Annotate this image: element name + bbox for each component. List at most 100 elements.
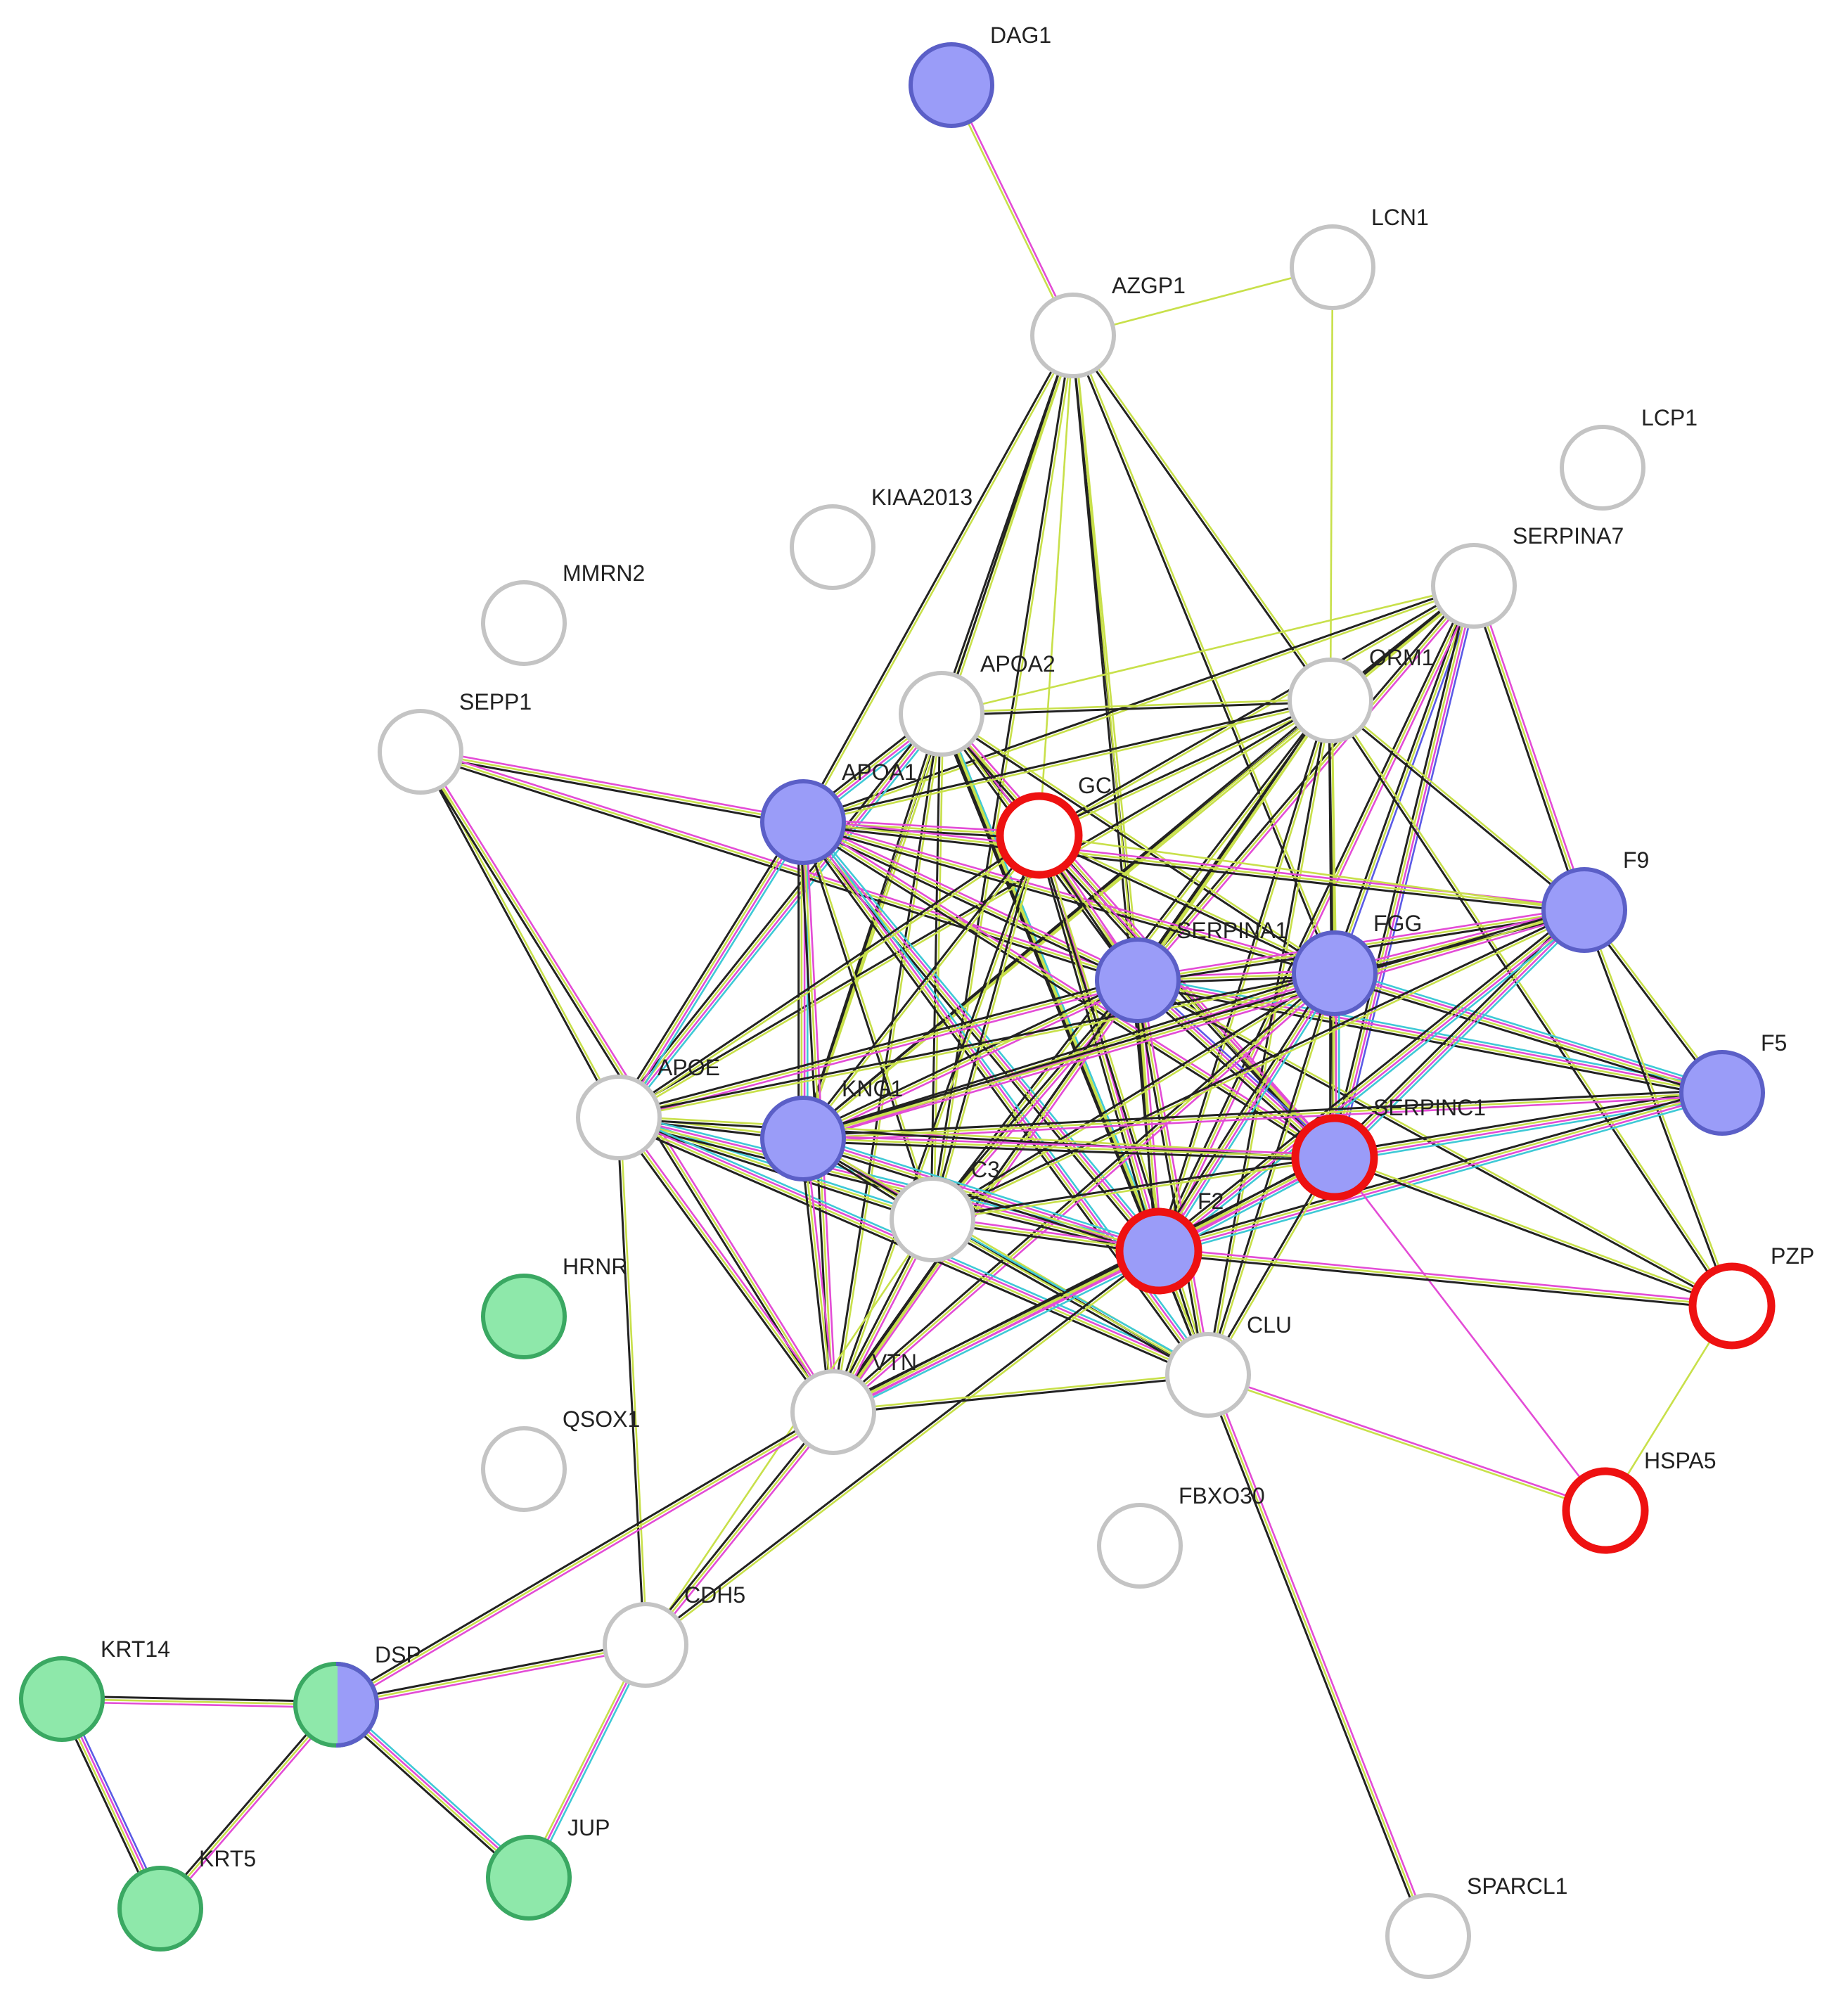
edge-SEPP1-APOA1 xyxy=(419,748,804,826)
node-label: GC xyxy=(1078,773,1112,798)
edge-line-experiments xyxy=(1335,970,1724,1093)
node-pzp[interactable]: PZP xyxy=(1688,1243,1814,1350)
node-f5[interactable]: F5 xyxy=(1679,1030,1787,1136)
edge-line-textmining xyxy=(1334,1090,1722,1158)
node-sparcl1[interactable]: SPARCL1 xyxy=(1385,1873,1567,1979)
edge-line-textmining xyxy=(803,335,1075,824)
node-orm1[interactable]: ORM1 xyxy=(1288,645,1434,743)
node-serpinc1[interactable]: SERPINC1 xyxy=(1291,1095,1486,1201)
edge-FGG-F2 xyxy=(1154,970,1340,1255)
edge-line-textmining xyxy=(802,1091,1723,1140)
edge-line-textmining xyxy=(1334,909,1585,975)
edge-line-textmining xyxy=(617,821,803,1117)
node-f9[interactable]: F9 xyxy=(1541,847,1649,953)
node-f2[interactable]: F2 xyxy=(1115,1188,1224,1295)
edge-APOE-VTN xyxy=(615,1115,837,1415)
edge-line-experiments xyxy=(1333,1157,1607,1511)
edge-line-textmining xyxy=(932,835,1042,1220)
edge-AZGP1-ORM1 xyxy=(1071,334,1333,703)
node-circle xyxy=(760,1096,846,1181)
node-apoe[interactable]: APOE xyxy=(576,1055,720,1160)
node-apoa1[interactable]: APOA1 xyxy=(760,760,917,865)
edge-line-textmining xyxy=(803,821,935,1219)
node-label: SERPINC1 xyxy=(1373,1095,1486,1120)
node-hspa5[interactable]: HSPA5 xyxy=(1562,1448,1717,1554)
node-c3[interactable]: C3 xyxy=(890,1157,1000,1262)
node-label: SERPINA1 xyxy=(1176,918,1288,943)
edge-line-experiments xyxy=(803,1136,1160,1251)
node-dag1[interactable]: DAG1 xyxy=(909,23,1051,128)
node-hrnr[interactable]: HRNR xyxy=(481,1254,627,1359)
edge-line-experiments xyxy=(803,1134,1335,1156)
edge-SERPINC1-PZP xyxy=(1333,1155,1733,1309)
edge-APOA1-APOE xyxy=(614,819,808,1121)
node-label: F2 xyxy=(1198,1188,1224,1214)
edge-DSP-KRT5 xyxy=(157,1702,340,1911)
edge-line-experiments xyxy=(61,1700,336,1709)
node-vtn[interactable]: VTN xyxy=(790,1350,917,1455)
edge-line-textmining xyxy=(1158,1250,1733,1307)
edge-line-textmining xyxy=(932,973,1336,1222)
node-apoa2[interactable]: APOA2 xyxy=(899,651,1055,757)
edge-line-experiments xyxy=(804,819,1337,1156)
edge-line-textmining xyxy=(1207,1375,1605,1513)
node-circle xyxy=(481,1274,567,1359)
edge-line-coexpression xyxy=(418,752,619,1119)
node-fgg[interactable]: FGG xyxy=(1292,911,1422,1016)
node-gc[interactable]: GC xyxy=(996,773,1112,879)
node-kiaa2013[interactable]: KIAA2013 xyxy=(790,485,973,590)
edge-line-coexpression xyxy=(931,970,1335,1219)
node-clu[interactable]: CLU xyxy=(1165,1312,1292,1418)
node-circle xyxy=(1095,937,1181,1023)
edge-line-textmining xyxy=(1039,835,1335,1158)
edge-line-coexpression xyxy=(802,824,1335,978)
node-lcn1[interactable]: LCN1 xyxy=(1290,205,1429,310)
edge-line-coexpression xyxy=(801,976,1137,1137)
edge-line-textmining xyxy=(1072,266,1333,337)
edge-line-databases xyxy=(1337,912,1589,1162)
edge-line-textmining xyxy=(833,835,1042,1414)
node-azgp1[interactable]: AZGP1 xyxy=(1030,273,1186,378)
edge-line-coexpression xyxy=(931,907,1584,1219)
node-dsp[interactable]: DSP xyxy=(293,1642,421,1748)
node-jup[interactable]: JUP xyxy=(486,1815,610,1921)
edge-line-textmining xyxy=(619,973,1335,1120)
node-mmrn2[interactable]: MMRN2 xyxy=(481,560,645,666)
edge-F9-KNG1 xyxy=(802,906,1586,1143)
edge-line-textmining xyxy=(1039,833,1336,973)
edge-DSP-KRT14 xyxy=(61,1695,337,1709)
edge-AZGP1-GC xyxy=(1038,335,1074,836)
edge-line-coexpression xyxy=(1204,1375,1427,1938)
node-circle xyxy=(1292,930,1378,1016)
edge-line-experiments xyxy=(336,1646,647,1709)
edge-F5-KNG1 xyxy=(802,1089,1723,1143)
node-circle xyxy=(1291,1114,1378,1201)
node-cdh5[interactable]: CDH5 xyxy=(603,1582,745,1688)
edge-APOA1-FGG xyxy=(802,818,1336,978)
node-lcp1[interactable]: LCP1 xyxy=(1560,405,1698,511)
node-circle xyxy=(909,42,994,128)
edge-line-experiments xyxy=(803,818,1336,972)
node-fbxo30[interactable]: FBXO30 xyxy=(1097,1483,1265,1589)
node-sepp1[interactable]: SEPP1 xyxy=(378,689,532,795)
node-serpina7[interactable]: SERPINA7 xyxy=(1431,523,1624,629)
node-circle xyxy=(117,1866,203,1952)
edge-line-experiments xyxy=(527,1644,647,1878)
node-kng1[interactable]: KNG1 xyxy=(760,1076,903,1181)
node-label: FGG xyxy=(1373,911,1422,936)
node-circle xyxy=(1165,1332,1251,1418)
node-serpina1[interactable]: SERPINA1 xyxy=(1095,918,1288,1023)
node-label: HSPA5 xyxy=(1644,1448,1717,1473)
edge-ORM1-F9 xyxy=(1328,698,1586,912)
edge-F5-F2 xyxy=(1157,1087,1724,1257)
node-krt5[interactable]: KRT5 xyxy=(117,1846,256,1952)
edge-line-experiments xyxy=(1333,906,1584,972)
node-label: HRNR xyxy=(563,1254,627,1279)
node-label: VTN xyxy=(872,1350,917,1375)
edge-KNG1-F2 xyxy=(801,1133,1161,1257)
edge-line-coexpression xyxy=(830,1246,1157,1409)
edge-line-textmining xyxy=(644,1411,835,1646)
node-krt14[interactable]: KRT14 xyxy=(19,1636,170,1742)
edge-APOA2-APOE xyxy=(614,710,946,1121)
node-qsox1[interactable]: QSOX1 xyxy=(481,1406,640,1512)
